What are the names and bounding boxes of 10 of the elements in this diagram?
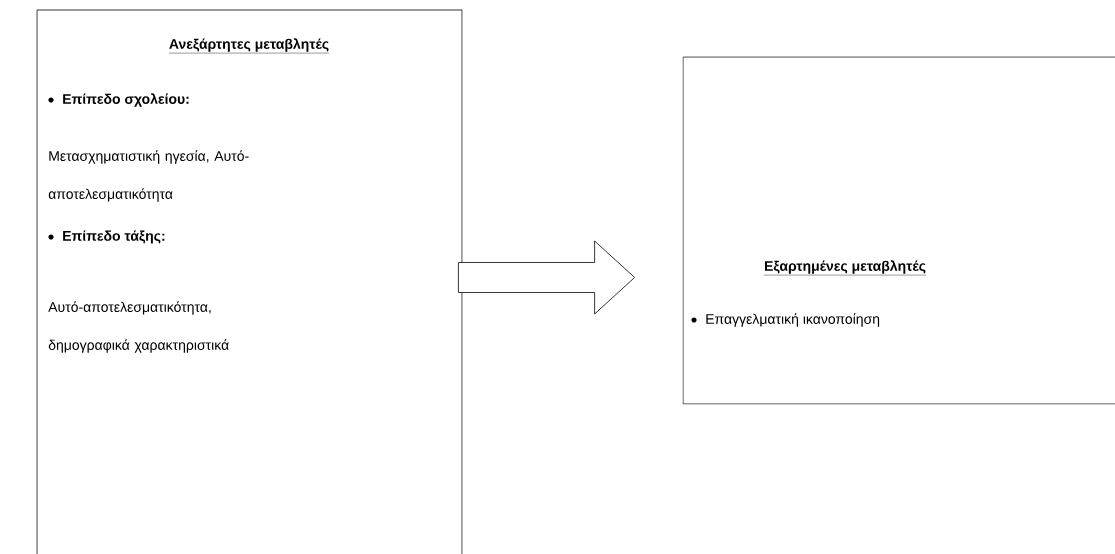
heading: Εξαρτημένες μεταβλητές <box>763 260 927 276</box>
description-text: Μετασχηματιστική ηγεσία, Αυτό-αποτελεσματικότητα <box>48 150 249 202</box>
bullet-text: Επαγγελματική ικανοποίηση <box>706 313 880 327</box>
variable-box <box>36 9 463 554</box>
subheading: Επίπεδο τάξης: <box>63 230 165 244</box>
variable-box <box>682 56 1115 405</box>
block-arrow <box>458 240 635 315</box>
heading: Ανεξάρτητες μεταβλητές <box>168 38 330 54</box>
description-text: Αυτό-αποτελεσματικότητα, δημογραφικά χαρακτηριστικά <box>48 301 229 353</box>
subheading: Επίπεδο σχολείου: <box>63 93 189 107</box>
